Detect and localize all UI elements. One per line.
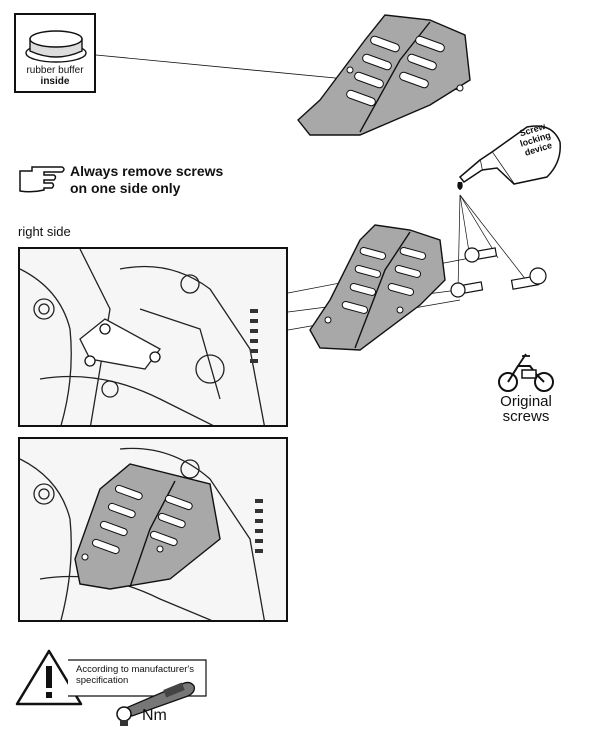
pointing-hand-icon: [19, 166, 65, 193]
notice-line2: on one side only: [70, 180, 181, 196]
original-screws-line1: Original: [500, 393, 552, 410]
guard-top-illustration: [297, 14, 471, 136]
torque-unit: Nm: [142, 707, 167, 724]
original-screws-line2: screws: [502, 408, 550, 425]
motorcycle-icon: [498, 353, 554, 392]
callout-line2: inside: [40, 76, 70, 87]
notice-text: Always remove screws on one side only: [70, 163, 223, 197]
torque-spec-text: According to manufacturer's specificatio…: [76, 664, 194, 686]
side-label: right side: [18, 224, 71, 239]
photo-after-installation: [18, 437, 288, 622]
photo-after-art: [20, 439, 286, 620]
guard-mid-illustration: [309, 224, 547, 351]
torque-line2: specification: [76, 675, 129, 686]
photo-before-installation: [18, 247, 288, 427]
warning-triangle-icon: [15, 649, 83, 706]
callout-line1: rubber buffer: [26, 65, 84, 76]
torque-line1: According to manufacturer's: [76, 664, 194, 675]
photo-before-art: [20, 249, 286, 425]
torque-wrench-icon: [116, 681, 196, 726]
original-screws-label: Original screws: [486, 394, 566, 424]
rubber-buffer-callout: rubber buffer inside: [14, 13, 96, 93]
rubber-buffer-icon: [25, 30, 87, 63]
notice-line1: Always remove screws: [70, 163, 224, 179]
screw-locking-bottle-icon: [457, 125, 561, 190]
